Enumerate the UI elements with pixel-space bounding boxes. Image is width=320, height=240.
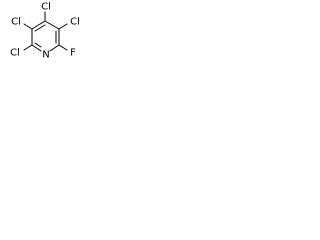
- atom-cl-upper-left: Cl: [11, 17, 21, 28]
- atom-cl-top: Cl: [41, 2, 51, 13]
- bond-c3-c4: [31, 20, 46, 30]
- ring-bonds: [31, 20, 60, 52]
- bond-n-c2-double: [34, 42, 42, 48]
- bond-c6-f: [58, 44, 68, 51]
- bond-c5-cl: [58, 23, 68, 30]
- chemical-structure: Cl Cl Cl Cl N F: [10, 2, 80, 61]
- atom-labels: Cl Cl Cl Cl N F: [10, 2, 80, 61]
- atom-cl-lower-left: Cl: [10, 48, 20, 59]
- atom-cl-upper-right: Cl: [70, 17, 80, 28]
- bond-c2-cl: [23, 44, 33, 51]
- bond-c4-c5: [44, 20, 60, 30]
- substituent-bonds: [23, 11, 68, 51]
- atom-n: N: [42, 50, 49, 61]
- bond-n-c2: [31, 44, 42, 52]
- bond-c3-cl: [23, 23, 33, 30]
- bond-c6-n: [49, 44, 60, 52]
- atom-f: F: [70, 48, 76, 59]
- bond-c3-c4-double: [34, 24, 46, 32]
